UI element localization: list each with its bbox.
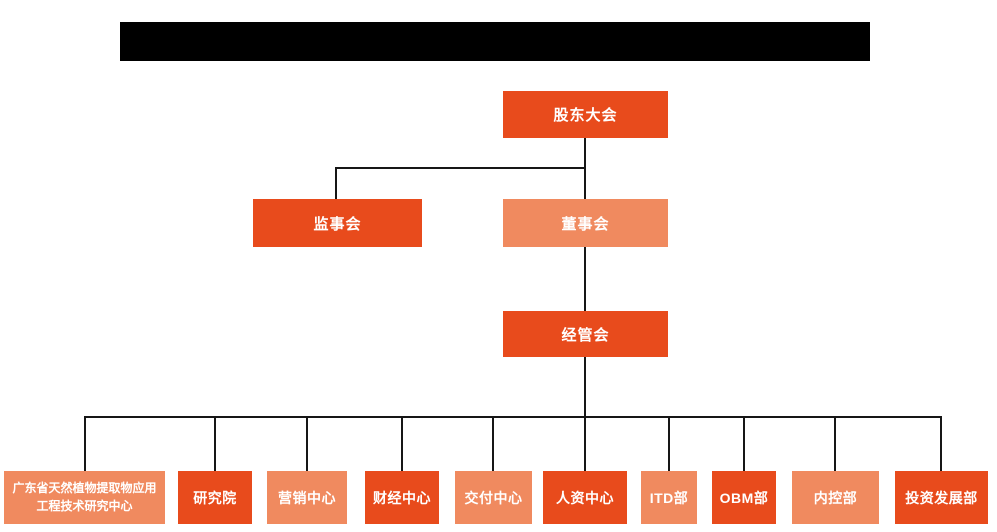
connector-drop-research-institute bbox=[214, 416, 216, 471]
connector-department-bus bbox=[84, 416, 942, 418]
node-dept-research-institute: 研究院 bbox=[178, 471, 252, 524]
connector-drop-hr-center bbox=[584, 416, 586, 471]
node-dept-itd: ITD部 bbox=[641, 471, 697, 524]
redacted-title-bar bbox=[120, 22, 870, 61]
node-management-committee: 经管会 bbox=[503, 311, 668, 357]
connector-board-to-management bbox=[584, 247, 586, 312]
node-dept-delivery-center: 交付中心 bbox=[455, 471, 532, 524]
node-dept-marketing-center: 营销中心 bbox=[267, 471, 347, 524]
node-dept-internal-control: 内控部 bbox=[792, 471, 879, 524]
connector-drop-obm-dept bbox=[743, 416, 745, 471]
connector-drop-marketing-center bbox=[306, 416, 308, 471]
connector-branch-horizontal bbox=[335, 167, 586, 169]
node-board-of-directors: 董事会 bbox=[503, 199, 668, 247]
connector-supervisory-drop bbox=[335, 167, 337, 199]
connector-drop-delivery-center bbox=[492, 416, 494, 471]
connector-drop-itd-dept bbox=[668, 416, 670, 471]
node-dept-investment-dev: 投资发展部 bbox=[895, 471, 988, 524]
node-dept-hr-center: 人资中心 bbox=[543, 471, 627, 524]
connector-drop-internal-control bbox=[834, 416, 836, 471]
connector-drop-research-center bbox=[84, 416, 86, 471]
connector-management-to-bus bbox=[584, 357, 586, 418]
node-dept-finance-center: 财经中心 bbox=[365, 471, 439, 524]
connector-drop-investment-dev bbox=[940, 416, 942, 471]
node-shareholders-meeting: 股东大会 bbox=[503, 91, 668, 138]
connector-drop-finance-center bbox=[401, 416, 403, 471]
node-dept-research-center: 广东省天然植物提取物应用工程技术研究中心 bbox=[4, 471, 165, 524]
node-supervisory-board: 监事会 bbox=[253, 199, 422, 247]
node-dept-obm: OBM部 bbox=[712, 471, 776, 524]
